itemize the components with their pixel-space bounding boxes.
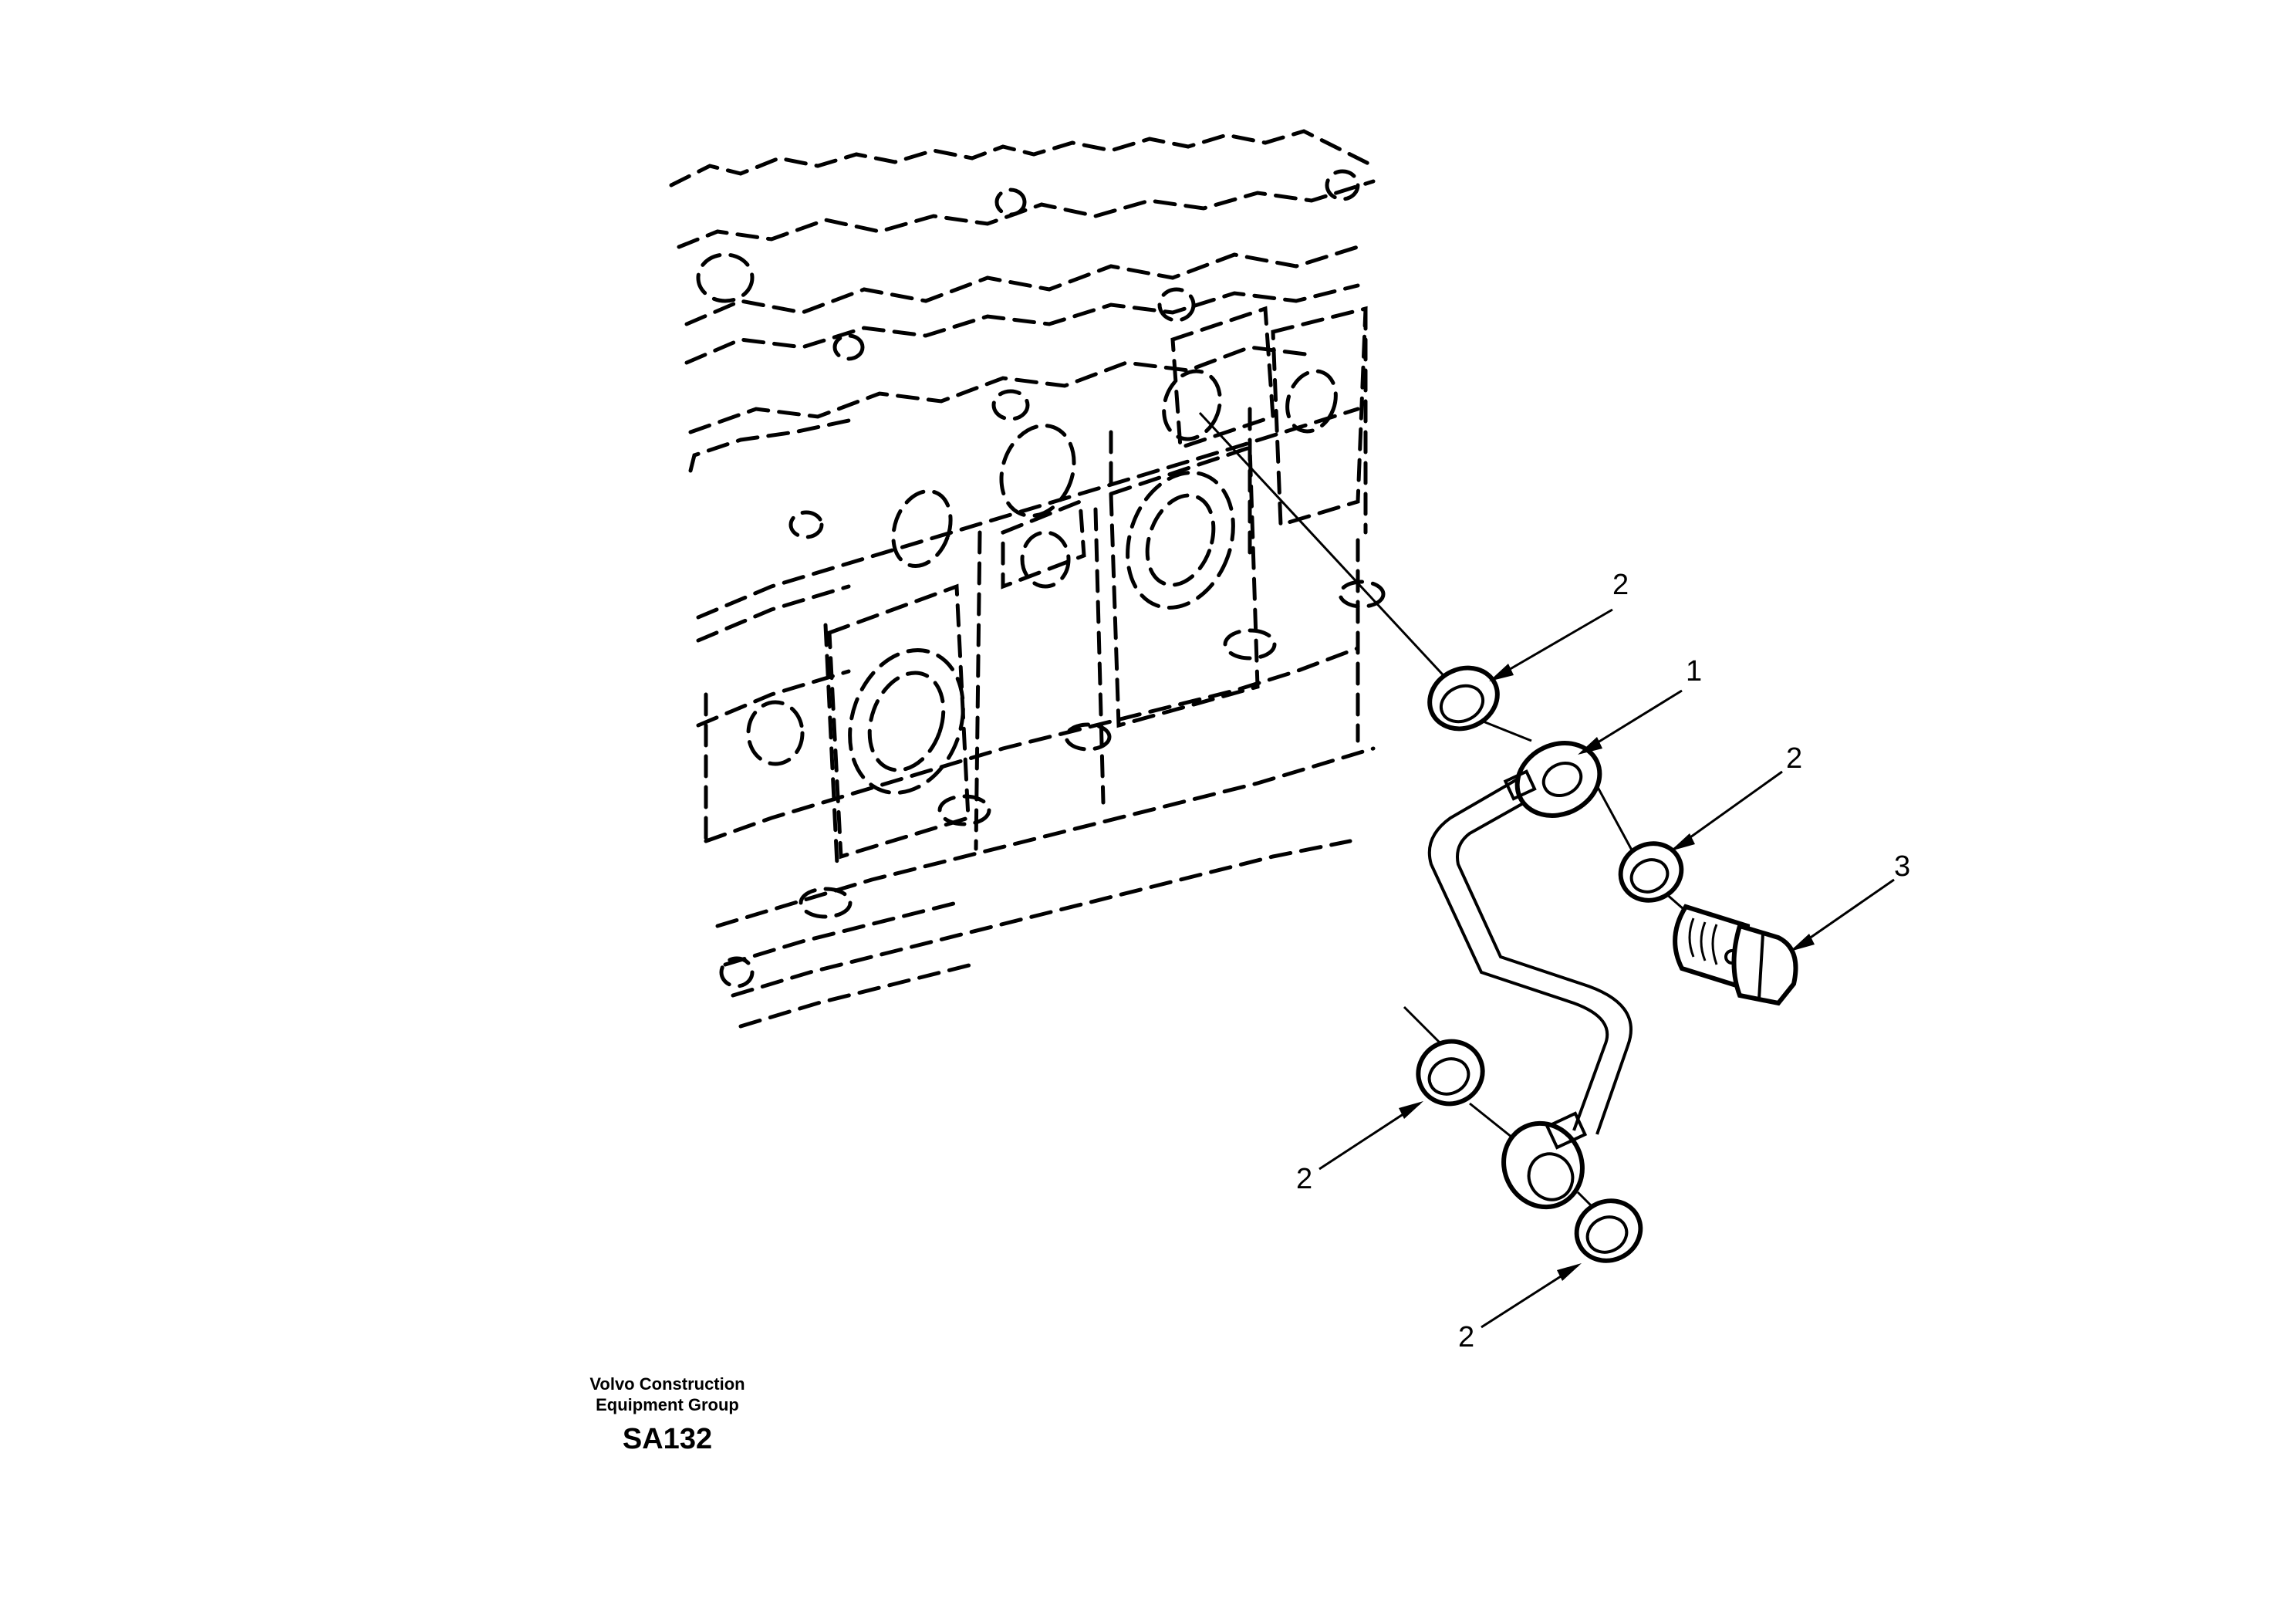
sealing-washer-2 — [1618, 841, 1684, 903]
callout-number-washer-lower-left: 2 — [1296, 1163, 1312, 1195]
oil-pipe-part — [1427, 741, 1633, 1210]
callout-number-washer-right: 2 — [1786, 742, 1802, 775]
company-name-line1: Volvo Construction — [589, 1374, 745, 1394]
sealing-washer-1 — [1427, 665, 1500, 732]
sealing-washer-3 — [1416, 1039, 1485, 1107]
alignment-line-lower-left — [1403, 1005, 1444, 1047]
callout-number-pipe: 1 — [1686, 655, 1702, 688]
callout-number-bolt: 3 — [1894, 850, 1910, 883]
callout-leaders — [1319, 608, 1895, 1329]
callout-number-washer-top: 2 — [1612, 569, 1629, 601]
company-footer: Volvo Construction Equipment Group SA132 — [501, 1374, 833, 1456]
callout-number-washer-bottom: 2 — [1458, 1321, 1474, 1353]
alignment-line-upper — [1198, 411, 1452, 684]
company-name-line2: Equipment Group — [596, 1395, 739, 1414]
engine-block-phantom — [669, 129, 1386, 1029]
sealing-washer-4 — [1574, 1198, 1643, 1263]
drawing-code: SA132 — [622, 1423, 713, 1455]
banjo-bolt — [1673, 904, 1798, 1006]
